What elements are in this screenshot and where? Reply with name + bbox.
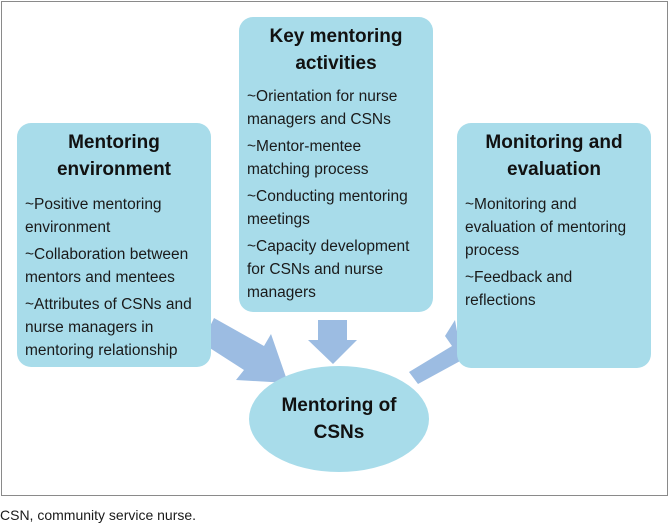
arrow-environment-to-outcome <box>202 318 288 383</box>
footnote: CSN, community service nurse. <box>0 507 197 523</box>
list-item: ~Feedback and reflections <box>465 269 573 309</box>
arrow-evaluation-to-outcome <box>409 320 462 384</box>
list-item: ~Capacity development for CSNs and nurse… <box>247 238 410 301</box>
box-title-evaluation: Monitoring and evaluation <box>485 132 623 180</box>
box-title-activities: Key mentoring activities <box>269 26 403 74</box>
list-item: ~Positive mentoring environment <box>25 196 162 236</box>
box-title-environment: Mentoring environment <box>56 132 172 180</box>
list-item: ~Collaboration between mentors and mente… <box>25 246 189 286</box>
arrow-activities-to-outcome <box>308 320 357 364</box>
mentoring-of-csns-ellipse: Mentoring of CSNs <box>249 366 429 472</box>
diagram-frame <box>1 1 668 496</box>
mentoring-environment-box: Mentoring environment ~Positive mentorin… <box>17 123 211 367</box>
list-item: ~Attributes of CSNs and nurse managers i… <box>25 296 192 359</box>
list-item: ~Monitoring and evaluation of mentoring … <box>465 196 627 259</box>
key-mentoring-activities-box: Key mentoring activities ~Orientation fo… <box>239 17 433 312</box>
activities-list: ~Orientation for nurse managers and CSNs… <box>247 85 425 304</box>
evaluation-list: ~Monitoring and evaluation of mentoring … <box>465 193 643 312</box>
environment-list: ~Positive mentoring environment ~Collabo… <box>25 193 203 362</box>
list-item: ~Conducting mentoring meetings <box>247 188 408 228</box>
list-item: ~Mentor-mentee matching process <box>247 138 369 178</box>
monitoring-evaluation-box: Monitoring and evaluation ~Monitoring an… <box>457 123 651 368</box>
outcome-label: Mentoring of CSNs <box>281 395 397 443</box>
list-item: ~Orientation for nurse managers and CSNs <box>247 88 398 128</box>
